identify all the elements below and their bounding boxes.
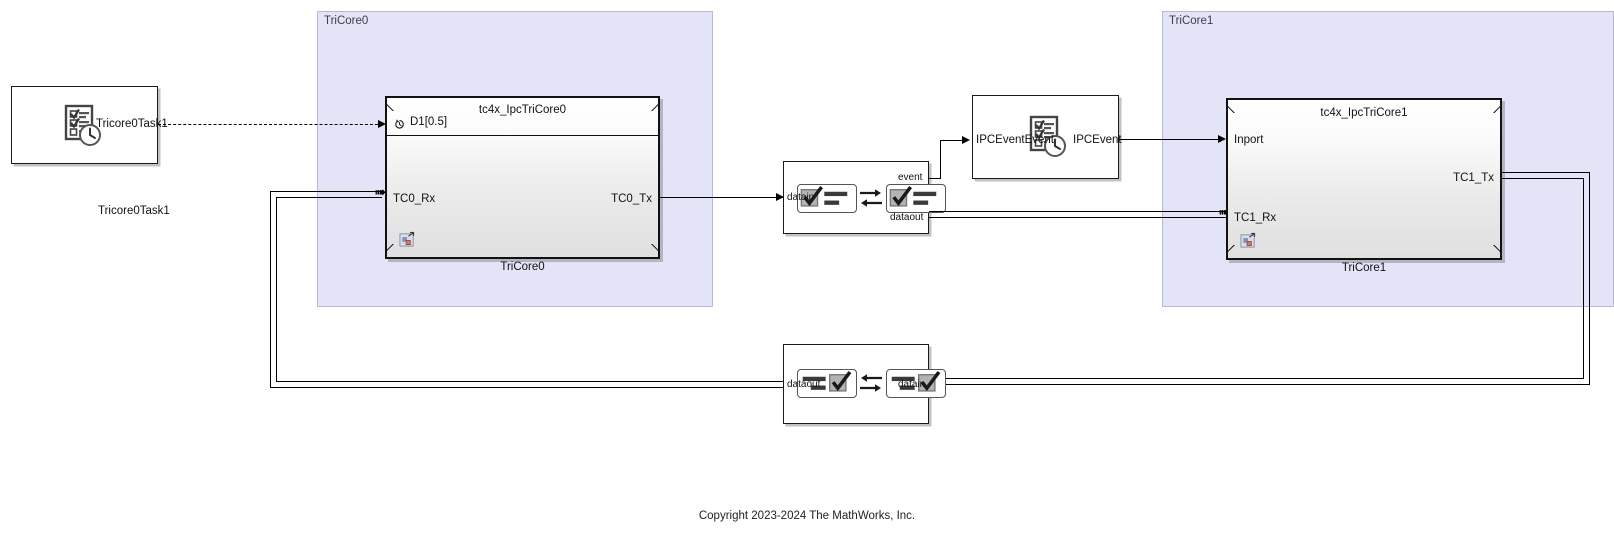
timer-icon [395,119,404,129]
tc1tx-line-b [1502,178,1584,179]
check-task-icon [889,185,937,207]
tricore1-region-label: TriCore1 [1169,15,1214,27]
ipc-event-block[interactable] [972,95,1119,179]
check-task-icon [800,185,848,207]
tricore0-task-label: Tricore0Task1 [98,205,170,217]
ipc-top-port-dataout: dataout [890,212,924,223]
tc0rx-bus-line-a [270,191,382,192]
corner-cut-br [1487,245,1500,258]
ipc-bottom-port-dataout: dataout [787,379,821,390]
tc0rx-bus-arrowhead: ➠ [374,183,387,201]
ipcevent-in-arrowhead [962,135,970,144]
ipc-top-port-datain: datain [787,192,815,203]
bidirectional-transfer-icon [860,374,882,392]
ipc-event-label-right: IPCEvent [1073,134,1122,146]
tricore0-model-caption: TriCore0 [500,261,545,273]
tricore0-task-label-outer: Tricore0Task1 [96,118,168,130]
ipc-data-transfer-bottom[interactable] [783,344,946,424]
check-task-icon [802,370,852,392]
tc1tx-drop-a [1589,172,1590,384]
model-reference-badge-icon[interactable] [1240,232,1257,249]
corner-cut-br [645,244,658,257]
tc1tx-return-b [930,378,1584,379]
tricore0-model-title: tc4x_IpcTriCore0 [478,104,567,116]
tc0tx-arrowhead [776,192,784,201]
rate-separator [387,135,658,136]
ipc-data-transfer-top[interactable] [783,161,946,234]
tc1tx-return-a [930,384,1590,385]
event-out-to-ipcevent [940,140,968,141]
ipc-bottom-mini-right [886,369,946,398]
tricore1-inport-arrowhead [1218,134,1226,143]
copyright-note: Copyright 2023-2024 The MathWorks, Inc. [698,510,916,522]
dataout-bus-line-b [929,217,1226,218]
tc0rx-bus-bottom-b [276,381,788,382]
ipc-bottom-port-datain: datain [898,379,926,390]
tc1tx-line-a [1502,172,1590,173]
ipc-top-port-event: event [898,172,923,183]
tricore0-task-block[interactable]: Tricore0Task1 [11,86,170,217]
bidirectional-transfer-icon [860,189,882,207]
tc0rx-bus-bottom-a [270,387,788,388]
tricore0-inport-tc0rx: TC0_Rx [393,193,436,205]
tc0rx-bus-riser-b [276,197,277,381]
ipcevent-to-tricore1-line [1119,139,1224,140]
event-out-top-stub [929,178,941,179]
task-checklist-clock-icon [1029,115,1066,157]
tc0rx-bus-line-b [276,197,382,198]
tricore1-inport-tc1rx: TC1_Rx [1234,212,1277,224]
check-task-icon [891,370,941,392]
task-checklist-clock-icon [64,104,101,146]
dataout-bus-line-a [929,211,1226,212]
tricore0-model-block[interactable]: tc4x_IpcTriCore0 D1[0.5] TC0_Rx TC0_Tx [385,96,660,259]
model-reference-badge-icon[interactable] [399,231,416,248]
event-line-arrowhead [378,119,386,128]
ipc-event-label-left: IPCEventEvent [976,134,1054,146]
tricore1-inport-inport: Inport [1234,134,1264,146]
tricore1-model-title: tc4x_IpcTriCore1 [1320,107,1408,119]
tc0tx-line [660,197,784,198]
tricore0-outport-tc0tx: TC0_Tx [611,193,652,205]
tricore0-rate-label: D1[0.5] [410,116,448,128]
tricore0-region-label: TriCore0 [324,15,369,27]
event-out-riser [940,140,941,178]
tricore1-outport-tc1tx: TC1_Tx [1453,172,1494,184]
tricore1-model-caption: TriCore1 [1341,262,1387,274]
tricore1-model-block[interactable]: tc4x_IpcTriCore1 Inport TC1_Rx TC1_Tx [1226,98,1502,260]
tc0rx-bus-riser-a [270,191,271,387]
tc1tx-drop-b [1583,178,1584,378]
event-line-task-to-tricore0 [158,124,378,125]
